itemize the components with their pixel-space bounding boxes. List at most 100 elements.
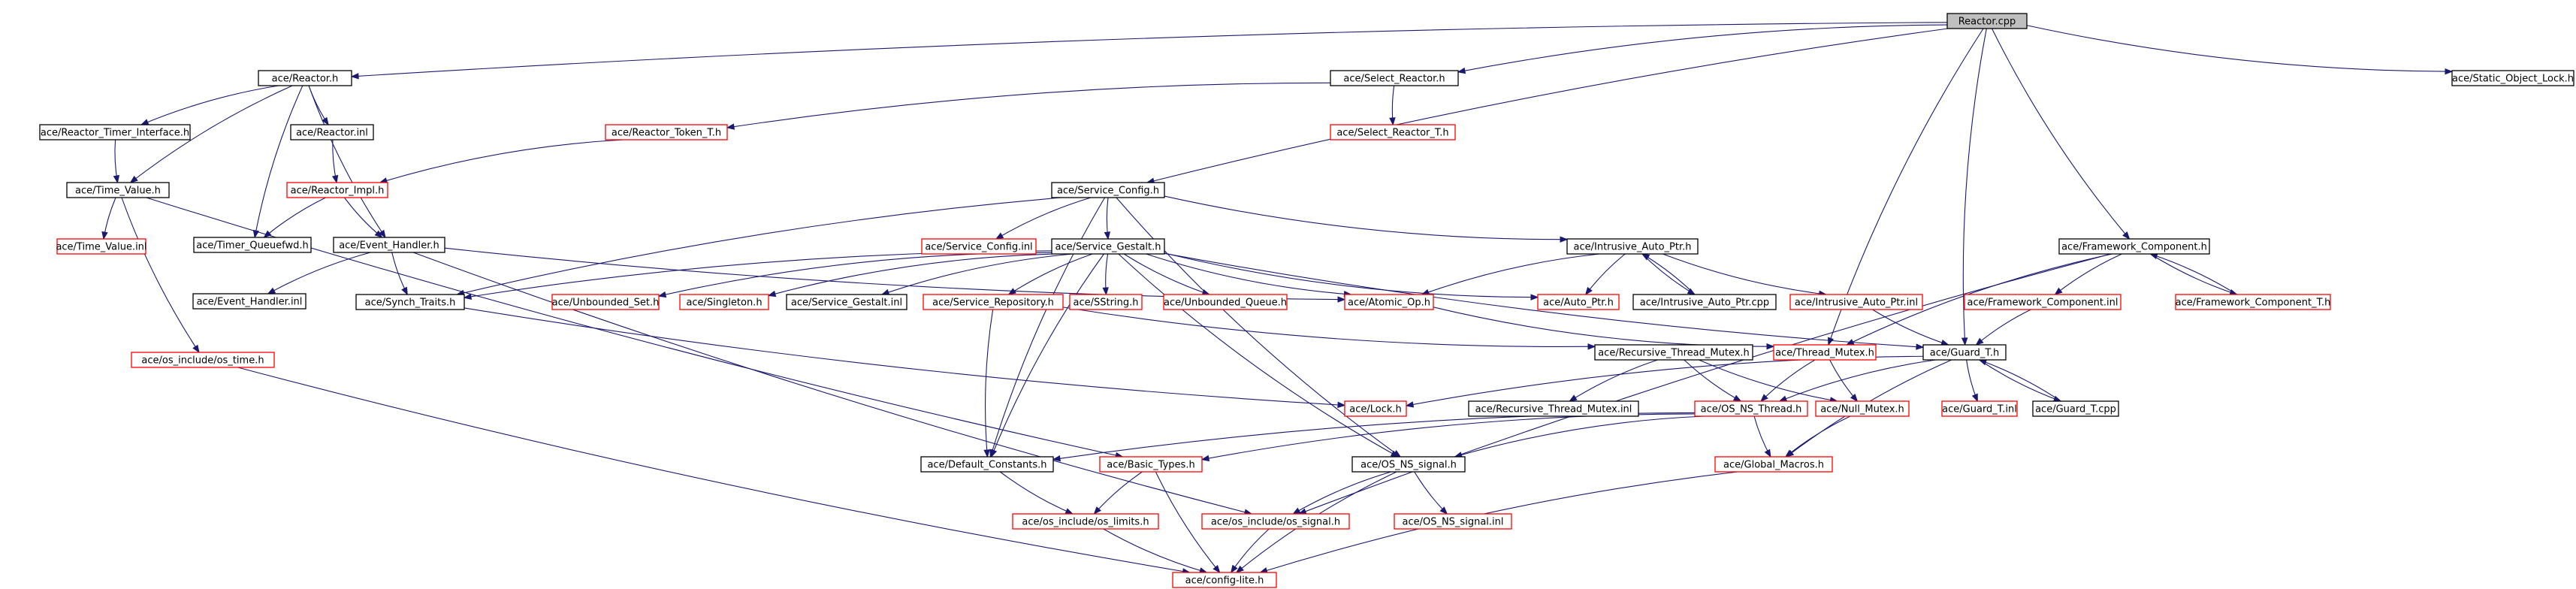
node-thread-mutex-h[interactable]: ace/Thread_Mutex.h: [1773, 344, 1877, 361]
node-label: ace/config-lite.h: [1185, 575, 1264, 587]
edge-recursive_thread_mutex_h-to-os_ns_thread_h: [1684, 359, 1742, 402]
edge-service_config_h-to-default_constants_h: [989, 197, 1106, 458]
node-box: [1815, 400, 1910, 417]
node-event-handler-inl[interactable]: ace/Event_Handler.inl: [192, 293, 307, 310]
node-box: [1941, 400, 2018, 417]
node-box: [2032, 400, 2119, 417]
node-reactor-inl[interactable]: ace/Reactor.inl: [290, 124, 374, 140]
node-null-mutex-h[interactable]: ace/Null_Mutex.h: [1815, 400, 1910, 417]
node-reactor-timer-interface-h[interactable]: ace/Reactor_Timer_Interface.h: [39, 124, 191, 140]
edge-os_limits_h-to-config_lite_h: [1103, 528, 1208, 574]
node-config-lite-h[interactable]: ace/config-lite.h: [1172, 572, 1277, 588]
node-framework-component-inl[interactable]: ace/Framework_Component.inl: [1964, 294, 2122, 310]
node-label: ace/Basic_Types.h: [1107, 460, 1194, 471]
node-os-limits-h[interactable]: ace/os_include/os_limits.h: [1012, 513, 1159, 530]
node-time-value-h[interactable]: ace/Time_Value.h: [66, 182, 170, 198]
node-os-time-h[interactable]: ace/os_include/os_time.h: [131, 352, 275, 368]
edge-reactor_token_t_h-to-reactor_impl_h: [379, 139, 624, 184]
edge-intrusive_auto_ptr_h-to-auto_ptr_h: [1584, 253, 1626, 296]
node-global-macros-h[interactable]: ace/Global_Macros.h: [1714, 456, 1833, 473]
node-box: [1351, 456, 1466, 473]
node-service-config-h[interactable]: ace/Service_Config.h: [1051, 182, 1165, 198]
edge-reactor_inl-to-reactor_impl_h: [331, 139, 339, 184]
node-label: ace/Guard_T.cpp: [2035, 404, 2116, 415]
node-intrusive-auto-ptr-cpp[interactable]: ace/Intrusive_Auto_Ptr.cpp: [1632, 294, 1777, 310]
node-reactor-token-t-h[interactable]: ace/Reactor_Token_T.h: [605, 124, 728, 140]
node-guard-t-h[interactable]: ace/Guard_T.h: [1922, 344, 2007, 361]
node-label: ace/Reactor_Timer_Interface.h: [41, 128, 189, 139]
node-box: [286, 182, 388, 198]
node-label: ace/Unbounded_Set.h: [552, 298, 660, 309]
edge-os_signal_h-to-config_lite_h: [1230, 528, 1270, 574]
edge-os_ns_thread_h-to-basic_types_h: [1200, 413, 1696, 462]
edge-intrusive_auto_ptr_cpp-to-intrusive_auto_ptr_h: [1641, 253, 1696, 295]
edge-framework_component_h-to-framework_component_t_h: [2150, 253, 2238, 296]
node-box: [1394, 513, 1512, 530]
node-sstring-h[interactable]: ace/SString.h: [1069, 294, 1143, 310]
node-box: [923, 294, 1064, 310]
node-label: ace/Intrusive_Auto_Ptr.cpp: [1640, 298, 1769, 309]
node-framework-component-h[interactable]: ace/Framework_Component.h: [2058, 238, 2210, 255]
node-box: [1632, 294, 1777, 310]
node-reactor-h[interactable]: ace/Reactor.h: [258, 70, 352, 86]
node-recursive-thread-mutex-inl[interactable]: ace/Recursive_Thread_Mutex.inl: [1468, 400, 1639, 417]
edge-service_gestalt_h-to-unbounded_queue_h: [1123, 253, 1211, 295]
node-box: [1069, 294, 1143, 310]
node-service-gestalt-inl[interactable]: ace/Service_Gestalt.inl: [786, 294, 907, 310]
node-select-reactor-h[interactable]: ace/Select_Reactor.h: [1330, 70, 1459, 86]
edge-reactor_cpp-to-service_config_h: [1146, 28, 1949, 184]
dependency-nodes: Reactor.cpp ace/Reactor.h ace/Select_React…: [39, 13, 2574, 588]
node-label: ace/Unbounded_Queue.h: [1164, 298, 1287, 309]
node-box: [66, 182, 170, 198]
node-label: ace/os_include/os_limits.h: [1022, 517, 1149, 528]
node-select-reactor-t-h[interactable]: ace/Select_Reactor_T.h: [1330, 124, 1456, 140]
node-singleton-h[interactable]: ace/Singleton.h: [679, 294, 769, 310]
node-service-gestalt-h[interactable]: ace/Service_Gestalt.h: [1051, 238, 1165, 255]
node-guard-t-cpp[interactable]: ace/Guard_T.cpp: [2032, 400, 2119, 417]
node-label: ace/Service_Config.inl: [925, 242, 1032, 253]
edge-event_handler_h-to-event_handler_inl: [267, 252, 371, 294]
node-box: [551, 294, 660, 310]
node-timer-queuefwd-h[interactable]: ace/Timer_Queuefwd.h: [193, 237, 312, 253]
node-unbounded-set-h[interactable]: ace/Unbounded_Set.h: [551, 294, 660, 310]
node-basic-types-h[interactable]: ace/Basic_Types.h: [1099, 456, 1203, 473]
edge-service_config_h-to-os_ns_signal_h: [1116, 197, 1402, 458]
node-recursive-thread-mutex-h[interactable]: ace/Recursive_Thread_Mutex.h: [1594, 344, 1753, 361]
node-intrusive-auto-ptr-inl[interactable]: ace/Intrusive_Auto_Ptr.inl: [1789, 294, 1923, 310]
edge-reactor_h-to-event_handler_h: [308, 85, 386, 239]
node-box: [333, 237, 445, 253]
node-label: ace/Global_Macros.h: [1723, 460, 1824, 471]
node-service-repository-h[interactable]: ace/Service_Repository.h: [923, 294, 1064, 310]
node-static-object-lock-h[interactable]: ace/Static_Object_Lock.h: [2451, 70, 2574, 86]
edge-service_gestalt_h-to-auto_ptr_h: [1164, 252, 1539, 301]
node-service-config-inl[interactable]: ace/Service_Config.inl: [921, 238, 1037, 255]
node-label: ace/Select_Reactor_T.h: [1336, 128, 1448, 139]
node-default-constants-h[interactable]: ace/Default_Constants.h: [920, 456, 1054, 473]
node-reactor-impl-h[interactable]: ace/Reactor_Impl.h: [286, 182, 388, 198]
node-atomic-op-h[interactable]: ace/Atomic_Op.h: [1344, 294, 1434, 310]
node-synch-traits-h[interactable]: ace/Synch_Traits.h: [355, 294, 465, 310]
node-box: [1566, 238, 1699, 255]
node-unbounded-queue-h[interactable]: ace/Unbounded_Queue.h: [1163, 294, 1288, 310]
node-label: ace/Service_Repository.h: [932, 298, 1054, 309]
node-os-ns-signal-h[interactable]: ace/OS_NS_signal.h: [1351, 456, 1466, 473]
node-event-handler-h[interactable]: ace/Event_Handler.h: [333, 237, 445, 253]
edge-basic_types_h-to-config_lite_h: [1155, 471, 1221, 574]
node-os-ns-signal-inl[interactable]: ace/OS_NS_signal.inl: [1394, 513, 1512, 530]
node-os-ns-thread-h[interactable]: ace/OS_NS_Thread.h: [1694, 400, 1808, 417]
edge-time_value_h-to-os_time_h: [121, 197, 200, 354]
node-time-value-inl[interactable]: ace/Time_Value.inl: [56, 238, 147, 255]
node-guard-t-inl[interactable]: ace/Guard_T.inl: [1941, 400, 2018, 417]
node-reactor-cpp[interactable]: Reactor.cpp: [1946, 13, 2028, 29]
node-os-signal-h[interactable]: ace/os_include/os_signal.h: [1201, 513, 1350, 530]
edge-time_value_h-to-time_value_inl: [101, 197, 116, 240]
edge-guard_t_cpp-to-guard_t_h: [1978, 359, 2061, 402]
node-box: [1330, 70, 1459, 86]
node-label: ace/Event_Handler.h: [339, 240, 439, 252]
edge-event_handler_h-to-synch_traits_h: [391, 252, 408, 296]
node-lock-h[interactable]: ace/Lock.h: [1344, 400, 1407, 417]
node-auto-ptr-h[interactable]: ace/Auto_Ptr.h: [1537, 294, 1620, 310]
node-framework-component-t-h[interactable]: ace/Framework_Component_T.h: [2175, 294, 2331, 310]
node-label: ace/Static_Object_Lock.h: [2452, 74, 2574, 85]
node-intrusive-auto-ptr-h[interactable]: ace/Intrusive_Auto_Ptr.h: [1566, 238, 1699, 255]
